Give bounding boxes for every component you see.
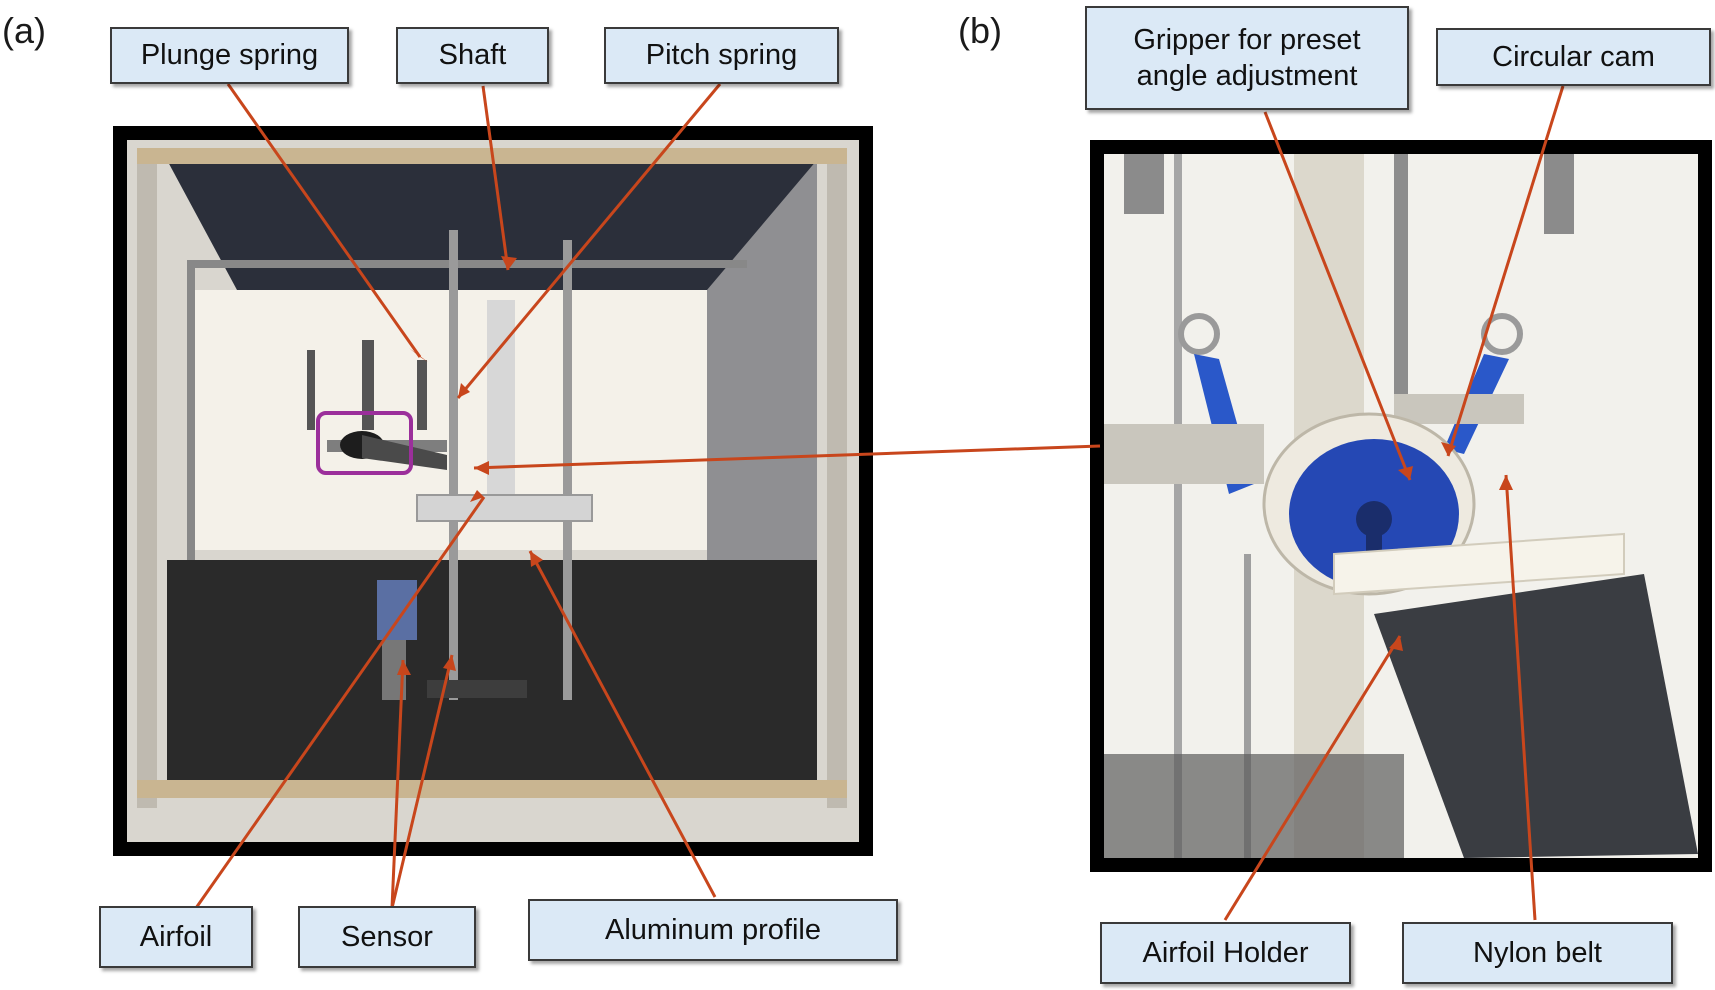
label-pitch-spring: Pitch spring: [604, 27, 839, 84]
label-shaft: Shaft: [396, 27, 549, 84]
label-gripper: Gripper for preset angle adjustment: [1085, 6, 1409, 110]
panel-b-letter: (b): [958, 10, 1002, 51]
label-nylon-belt: Nylon belt: [1402, 922, 1673, 984]
label-airfoil: Airfoil: [99, 906, 253, 968]
label-plunge-spring: Plunge spring: [110, 27, 349, 84]
gripper-closeup-illustration: [1104, 154, 1698, 858]
highlight-box: [316, 411, 413, 475]
label-gripper-line2: angle adjustment: [1136, 60, 1358, 92]
panel-a-letter: (a): [2, 10, 46, 51]
label-circular-cam: Circular cam: [1436, 28, 1711, 86]
wind-tunnel-illustration: [127, 140, 859, 842]
gripper-closeup-photo: [1090, 140, 1712, 872]
label-airfoil-holder: Airfoil Holder: [1100, 922, 1351, 984]
wind-tunnel-photo: [113, 126, 873, 856]
label-aluminum-profile: Aluminum profile: [528, 899, 898, 961]
label-sensor: Sensor: [298, 906, 476, 968]
label-gripper-line1: Gripper for preset: [1133, 23, 1361, 56]
